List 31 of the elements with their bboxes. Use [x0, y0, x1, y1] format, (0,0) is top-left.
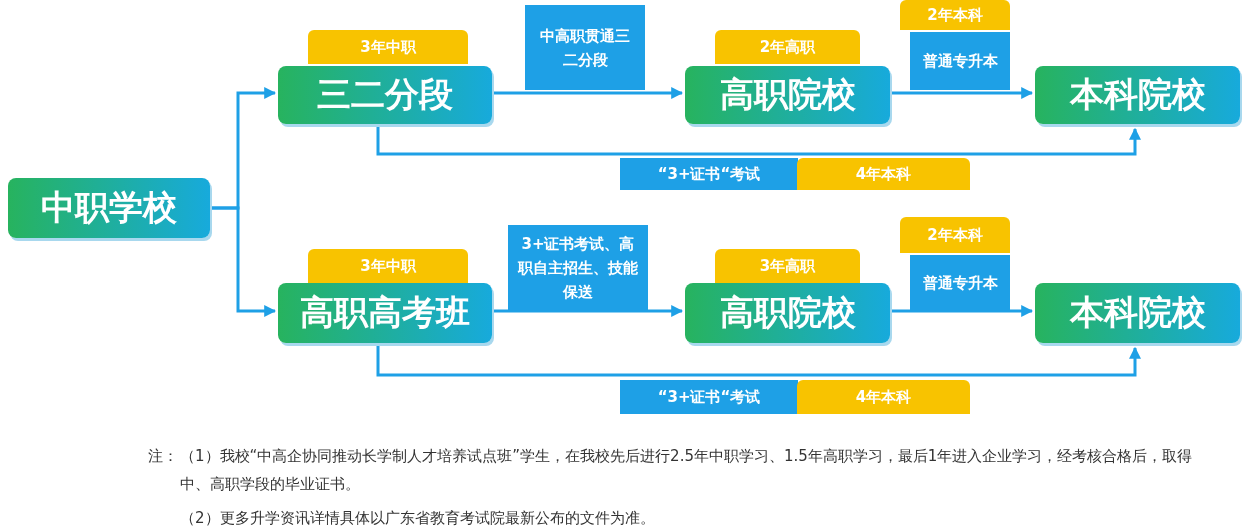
edge-label: 普通专升本 [910, 255, 1010, 310]
arrow [892, 87, 1034, 99]
note-text: （1）我校“中高企协同推动长学制人才培养试点班”学生，在我校先后进行2.5年中职学习、1.5年高职学习，最后1年进入企业学习，经考核合格后，取得中、高职学段的毕业证书。 [180, 446, 1194, 495]
duration-tab: 3年高职 [715, 249, 860, 283]
school-box: 中职学校 [8, 178, 210, 238]
university-box: 本科院校 [1035, 66, 1240, 124]
edge-label: 普通专升本 [910, 32, 1010, 90]
arrow [494, 87, 684, 99]
duration-tab: 4年本科 [797, 380, 970, 414]
duration-tab: 2年高职 [715, 30, 860, 64]
arrow [494, 305, 684, 317]
duration-tab: 2年本科 [900, 217, 1010, 253]
edge-label: 3+证书考试、高职自主招生、技能保送 [508, 225, 648, 310]
edge-label: “3+证书“考试 [620, 158, 798, 190]
college-box: 高职院校 [685, 66, 890, 124]
college-box: 高职院校 [685, 283, 890, 343]
edge-label: 中高职贯通三二分段 [525, 5, 645, 90]
program-box: 高职高考班 [278, 283, 492, 343]
arrow [212, 206, 277, 317]
arrow [376, 127, 1141, 156]
duration-tab: 3年中职 [308, 30, 468, 64]
duration-tab: 2年本科 [900, 0, 1010, 30]
note-text: （2）更多升学资讯详情具体以广东省教育考试院最新公布的文件为准。 [180, 508, 655, 529]
arrow [376, 346, 1141, 377]
duration-tab: 4年本科 [797, 158, 970, 190]
edge-label: “3+证书“考试 [620, 380, 798, 414]
university-box: 本科院校 [1035, 283, 1240, 343]
arrow [892, 305, 1034, 317]
program-box: 三二分段 [278, 66, 492, 124]
note-label: 注： [148, 446, 178, 467]
duration-tab: 3年中职 [308, 249, 468, 283]
